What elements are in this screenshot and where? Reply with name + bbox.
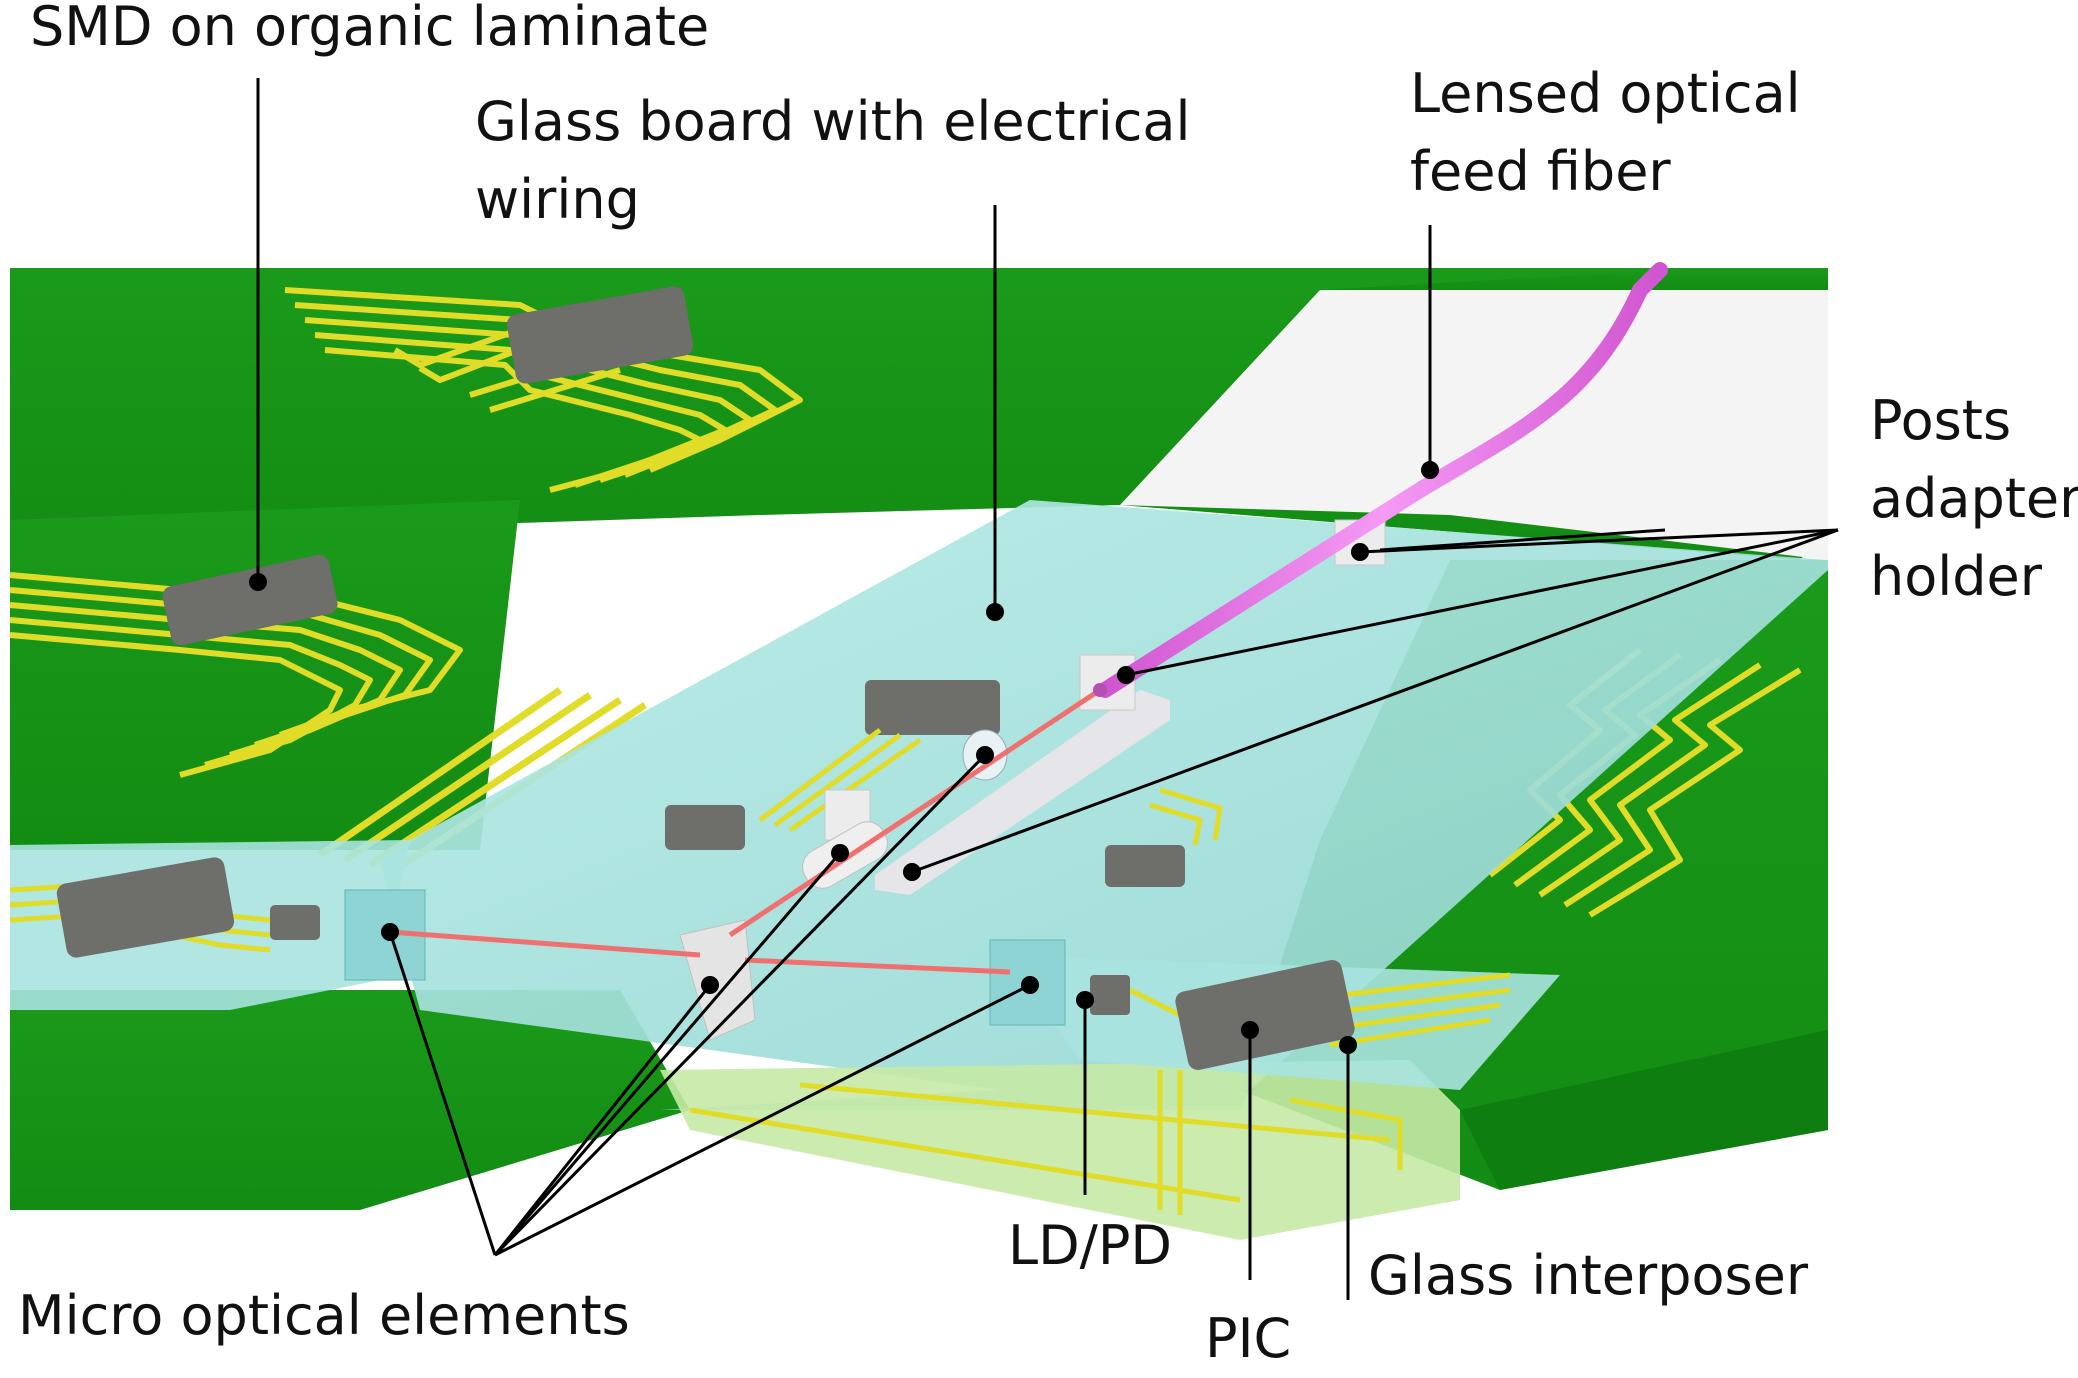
- label-posts-line3: holder: [1870, 545, 2042, 608]
- fiber-holder: [875, 690, 1170, 895]
- label-micro-optics: Micro optical elements: [18, 1277, 630, 1355]
- smd-glass-1: [865, 680, 1000, 735]
- label-pic-text: PIC: [1205, 1307, 1292, 1370]
- leader-dots: [249, 461, 1439, 1054]
- smd-interposer-left: [56, 857, 235, 958]
- pic-chip: [1175, 960, 1355, 1070]
- leader-lines: [256, 78, 1839, 1300]
- label-glass-board-line1: Glass board with electrical: [475, 90, 1191, 153]
- label-fiber-line1: Lensed optical: [1410, 62, 1801, 125]
- glass-interposer-front: [660, 1060, 1460, 1240]
- label-interposer-text: Glass interposer: [1368, 1244, 1809, 1307]
- label-smd-text: SMD on organic laminate: [30, 0, 710, 58]
- board-cutout: [1120, 290, 1828, 560]
- laminate-front: [10, 990, 690, 1210]
- label-pic: PIC: [1205, 1300, 1291, 1378]
- ldpd-chip: [1090, 975, 1130, 1015]
- optical-fiber: [1097, 262, 1668, 698]
- label-micro-optics-text: Micro optical elements: [18, 1284, 630, 1347]
- label-ldpd-text: LD/PD: [1008, 1214, 1173, 1277]
- label-glass-board: Glass board with electrical wiring: [475, 83, 1191, 239]
- label-fiber-line2: feed fiber: [1410, 140, 1671, 203]
- smd-top: [506, 286, 694, 384]
- label-posts-line2: adapter: [1870, 467, 2078, 530]
- label-posts-line1: Posts: [1870, 389, 2012, 452]
- label-fiber: Lensed optical feed fiber: [1410, 55, 1801, 211]
- label-glass-board-line2: wiring: [475, 168, 640, 231]
- smd-glass-2: [665, 805, 745, 850]
- laser-beams: [389, 687, 1102, 975]
- smd-left: [162, 554, 338, 646]
- label-ldpd: LD/PD: [1008, 1207, 1172, 1285]
- label-posts: Posts adapter holder: [1870, 382, 2078, 616]
- label-smd: SMD on organic laminate: [30, 0, 709, 66]
- label-interposer: Glass interposer: [1368, 1237, 1808, 1315]
- smd-glass-3: [1105, 845, 1185, 887]
